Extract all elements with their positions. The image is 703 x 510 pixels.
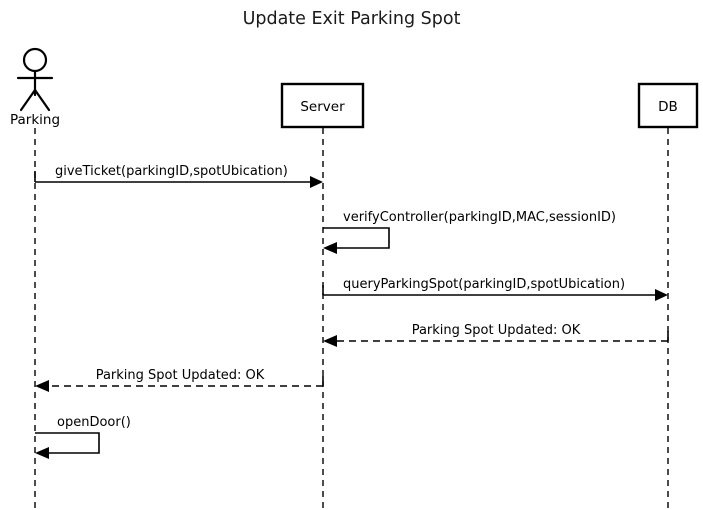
message-arrowhead-parking-spot-updated-db [323, 335, 337, 347]
actor-head-icon [22, 47, 48, 73]
message-arrowhead-parking-spot-updated-server [35, 380, 49, 392]
participant-box-server [280, 82, 365, 129]
actor-leg-right-icon [33, 88, 51, 112]
actor-leg-left-icon [19, 88, 37, 112]
message-6-open-door[interactable]: openDoor() [35, 415, 131, 459]
participant-server[interactable]: Server [280, 82, 365, 129]
message-arrowhead-query-parking-spot [655, 289, 668, 301]
message-2-verify-controller[interactable]: verifyController(parkingID,MAC,sessionID… [323, 210, 616, 254]
message-3-query-parking-spot[interactable]: queryParkingSpot(parkingID,spotUbication… [322, 277, 668, 301]
message-label-query-parking-spot: queryParkingSpot(parkingID,spotUbication… [343, 277, 625, 292]
message-arrowhead-verify-controller [323, 242, 337, 254]
message-1-give-ticket[interactable]: giveTicket(parkingID,spotUbication) [34, 164, 323, 188]
actor-label-parking: Parking [10, 112, 60, 128]
participant-label-server: Server [300, 99, 345, 115]
message-loop-verify-controller [323, 227, 390, 249]
message-label-parking-spot-updated-server: Parking Spot Updated: OK [96, 368, 265, 383]
message-label-open-door: openDoor() [57, 415, 131, 430]
message-arrowhead-give-ticket [310, 176, 323, 188]
message-loop-open-door [35, 432, 100, 454]
message-label-verify-controller: verifyController(parkingID,MAC,sessionID… [343, 210, 616, 225]
participant-box-db [637, 82, 699, 129]
message-label-give-ticket: giveTicket(parkingID,spotUbication) [55, 164, 288, 179]
participant-db[interactable]: DB [637, 82, 699, 129]
message-4-parking-spot-updated-db[interactable]: Parking Spot Updated: OK [323, 323, 669, 347]
message-5-parking-spot-updated-server[interactable]: Parking Spot Updated: OK [35, 368, 324, 392]
actor-parking[interactable]: Parking [10, 47, 60, 128]
diagram-title: Update Exit Parking Spot [243, 9, 461, 29]
message-arrowhead-open-door [35, 447, 49, 459]
message-label-parking-spot-updated-db: Parking Spot Updated: OK [412, 323, 581, 338]
participant-label-db: DB [658, 99, 678, 115]
